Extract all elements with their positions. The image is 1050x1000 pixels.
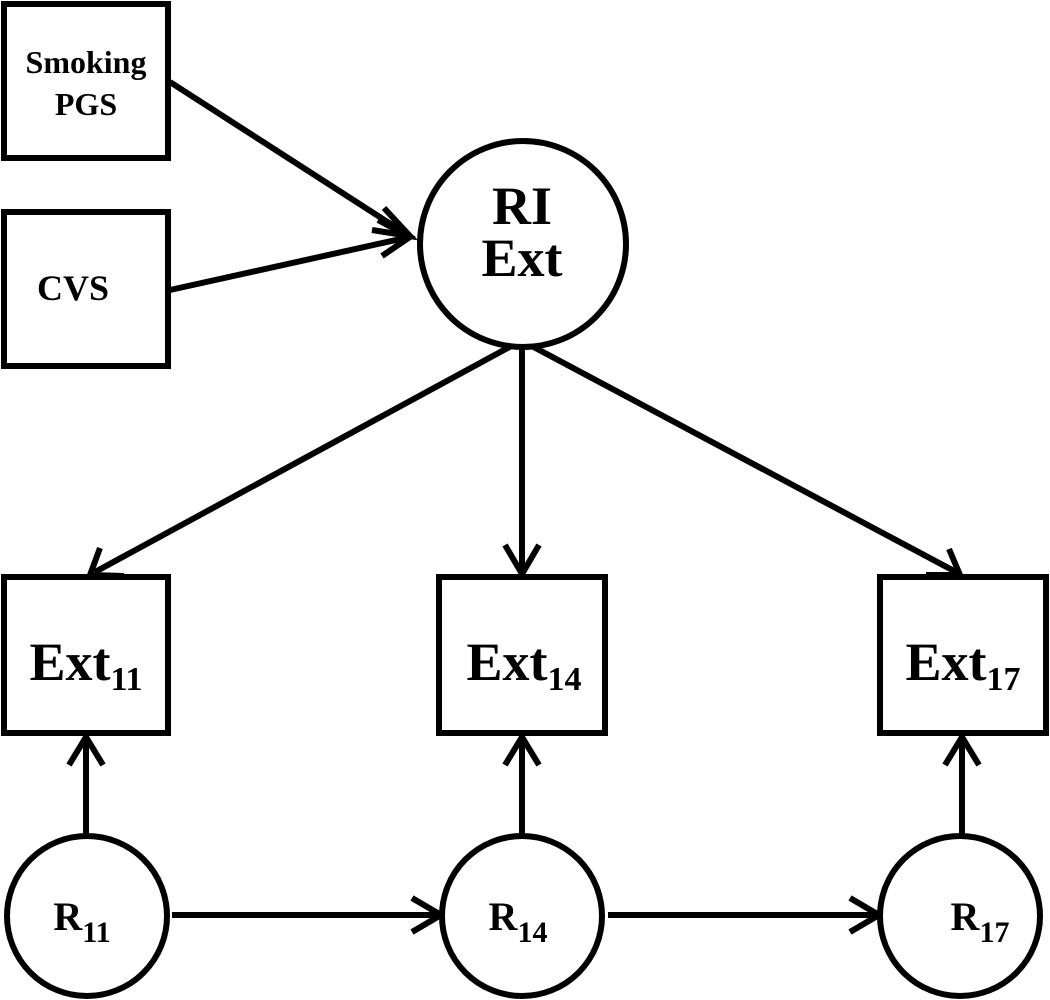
smoking-pgs-label-line2: PGS: [55, 86, 117, 122]
arrowhead-r14-ext14: [502, 731, 542, 767]
r17-label-base: R: [951, 894, 981, 939]
r17-label-sub: 17: [979, 916, 1009, 949]
ext17-label: Ext17: [906, 632, 1021, 698]
ri-ext-label-line1: RI: [492, 176, 552, 236]
r11-circle: [4, 833, 170, 999]
ext14-box: [436, 574, 608, 736]
ext17-box: [877, 574, 1049, 736]
arrowhead-r17-ext17: [942, 731, 982, 767]
ri-ext-circle: [417, 138, 629, 350]
r14-label-sub: 14: [517, 916, 547, 949]
r14-label-base: R: [489, 894, 519, 939]
arrow-cvs-to-ri-ext: [169, 235, 406, 293]
ext11-label: Ext11: [29, 632, 142, 698]
r11-label-base: R: [53, 894, 83, 939]
ext14-label: Ext14: [467, 632, 582, 698]
ext14-label-sub: 14: [548, 661, 582, 698]
cvs-label: CVS: [37, 268, 109, 308]
ext11-label-base: Ext: [29, 632, 110, 692]
r11-label-sub: 11: [82, 916, 110, 949]
cvs-box: [1, 209, 171, 369]
arrowhead-r11-ext11: [66, 731, 106, 767]
ext11-box: [1, 574, 171, 736]
ext17-label-base: Ext: [906, 632, 987, 692]
ext17-label-sub: 17: [987, 661, 1021, 698]
r14-circle: [439, 833, 605, 999]
r11-label: R11: [53, 894, 110, 949]
ext14-label-base: Ext: [467, 632, 548, 692]
ext11-label-sub: 11: [110, 661, 142, 698]
smoking-pgs-label-line1: Smoking: [26, 44, 147, 80]
r14-label: R14: [489, 894, 548, 949]
r17-circle: [877, 833, 1043, 999]
ri-ext-label-line2: Ext: [482, 228, 563, 288]
r17-label: R17: [951, 894, 1010, 949]
arrow-smoking-pgs-to-ri-ext: [168, 79, 405, 235]
arrow-ri-ext-to-ext17: [526, 341, 958, 575]
arrowhead-cvs: [376, 217, 416, 259]
arrow-ri-ext-to-ext11: [93, 341, 517, 575]
smoking-pgs-box: [1, 1, 171, 161]
